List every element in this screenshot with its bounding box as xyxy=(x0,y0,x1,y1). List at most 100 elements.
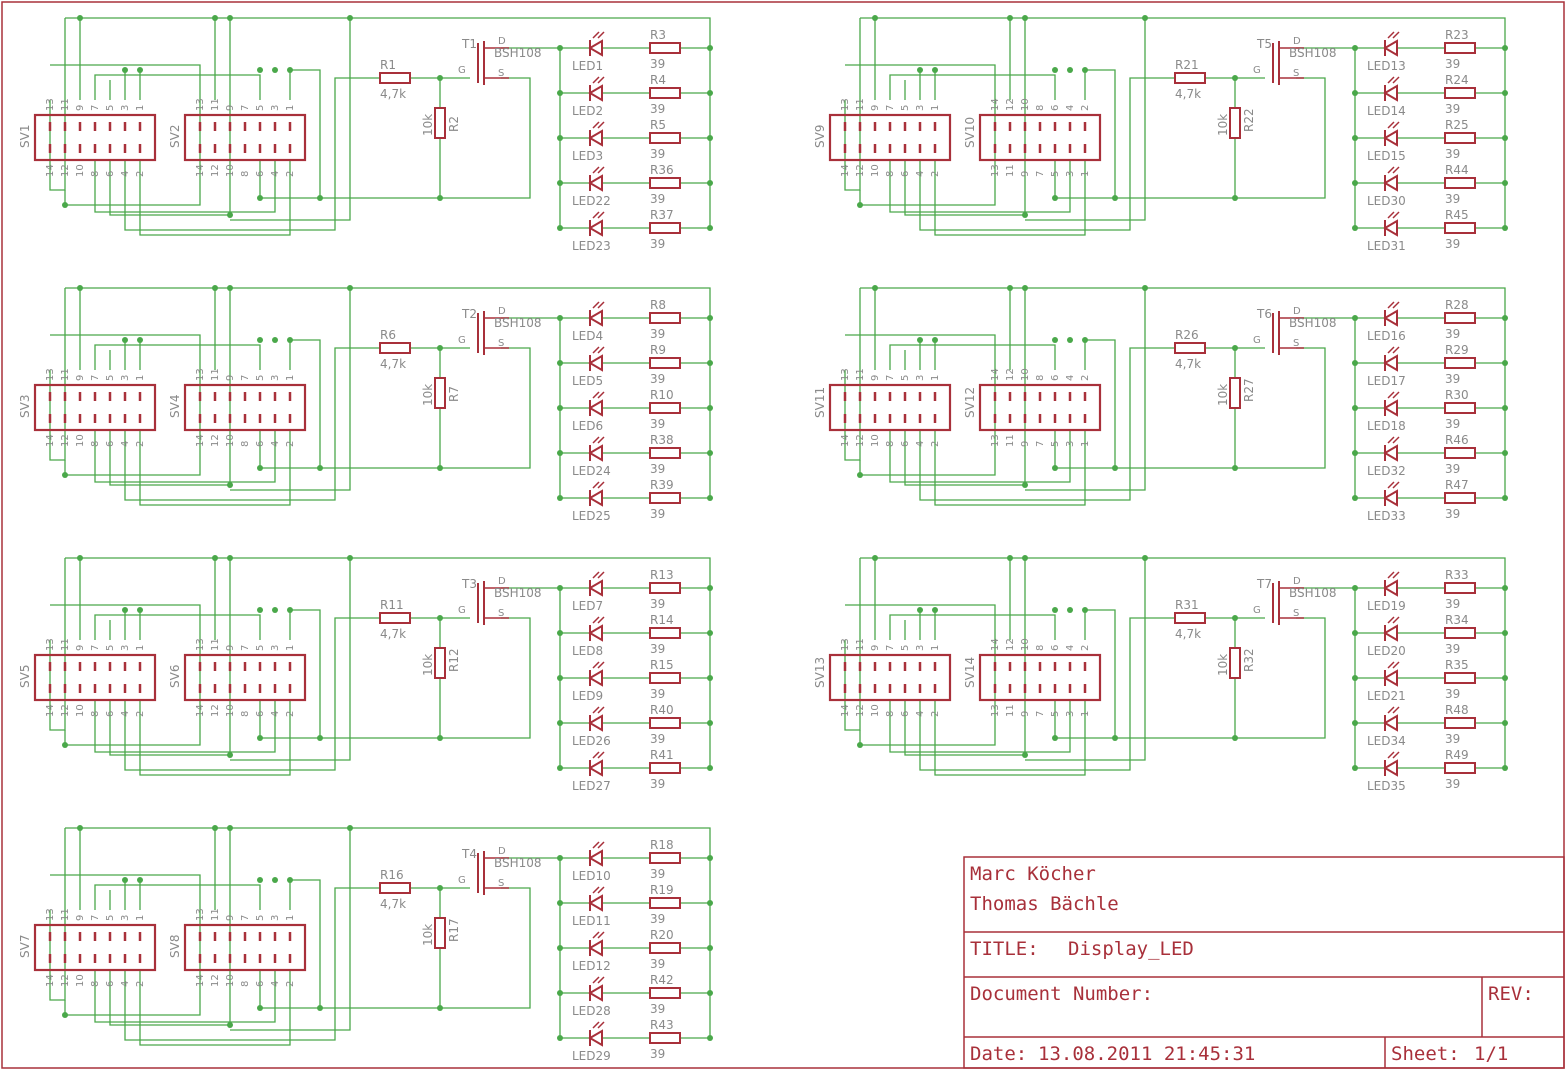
pin-number: 5 xyxy=(255,645,266,651)
led-ray xyxy=(1392,436,1400,444)
connector-label: SV3 xyxy=(18,395,32,418)
led-symbol xyxy=(588,129,603,147)
led-ray xyxy=(597,436,605,444)
junction-dot xyxy=(707,720,713,726)
pin-number: 2 xyxy=(1080,375,1091,381)
connector-body xyxy=(183,113,307,162)
transistor-name: T3 xyxy=(461,577,477,591)
junction-dot xyxy=(557,585,563,591)
junction-dot xyxy=(707,90,713,96)
junction-dot xyxy=(227,555,233,561)
junction-dot xyxy=(917,67,923,73)
junction-dot xyxy=(707,315,713,321)
pin-number: 12 xyxy=(60,704,71,717)
junction-dot xyxy=(1352,765,1358,771)
pin-number: 13 xyxy=(195,368,206,381)
junction-dot xyxy=(62,202,68,208)
wire xyxy=(889,344,1056,370)
pin-number: 10 xyxy=(225,164,236,177)
pin-number: 8 xyxy=(90,981,101,987)
resistor-value: 39 xyxy=(650,192,665,206)
pin-number: 7 xyxy=(240,105,251,111)
pin-drain-label: D xyxy=(1293,36,1301,47)
author-1: Marc Köcher xyxy=(970,863,1096,885)
led-label: LED9 xyxy=(572,689,603,703)
junction-dot xyxy=(932,607,938,613)
connector-body xyxy=(978,113,1102,162)
pin-number: 8 xyxy=(1035,105,1046,111)
wire xyxy=(1025,288,1146,491)
resistor-body xyxy=(379,72,411,84)
pin-number: 4 xyxy=(915,441,926,447)
junction-dot xyxy=(212,825,218,831)
pin-number: 14 xyxy=(990,638,1001,651)
pin-number: 14 xyxy=(990,368,1001,381)
junction-dot xyxy=(557,1035,563,1041)
led-symbol xyxy=(588,489,603,507)
pin-number: 1 xyxy=(930,375,941,381)
pin-number: 14 xyxy=(195,704,206,717)
led-ray xyxy=(592,346,600,354)
junction-dot xyxy=(317,465,323,471)
pin-drain-label: D xyxy=(498,576,506,587)
led-label: LED28 xyxy=(572,1004,611,1018)
junction-dot xyxy=(1502,315,1508,321)
transistor-name: T1 xyxy=(461,37,477,51)
resistor-name: R46 xyxy=(1445,433,1469,447)
led-label: LED6 xyxy=(572,419,603,433)
pin-number: 12 xyxy=(60,974,71,987)
pin-number: 5 xyxy=(105,645,116,651)
resistor-name: R5 xyxy=(650,118,666,132)
resistor-body xyxy=(649,717,681,729)
junction-dot xyxy=(77,825,83,831)
led-ray xyxy=(597,76,605,84)
led-ray xyxy=(1392,706,1400,714)
junction-dot xyxy=(317,1005,323,1011)
circuit-block: 1314111291078563412SV7131411129107856341… xyxy=(18,825,713,1063)
junction-dot xyxy=(212,555,218,561)
pin-number: 6 xyxy=(105,441,116,447)
pin-number: 5 xyxy=(1050,711,1061,717)
pin-number: 6 xyxy=(255,171,266,177)
led-ray xyxy=(592,211,600,219)
resistor-name: R12 xyxy=(447,648,461,672)
junction-dot xyxy=(1502,495,1508,501)
junction-dot xyxy=(1352,405,1358,411)
resistor-value: 4,7k xyxy=(1175,357,1201,371)
pin-number: 11 xyxy=(210,638,221,651)
pin-number: 9 xyxy=(870,375,881,381)
led-ray xyxy=(1392,121,1400,129)
pin-number: 12 xyxy=(855,704,866,717)
title-block: Marc Köcher Thomas Bächle TITLE: Display… xyxy=(963,856,1565,1069)
resistor-value: 10k xyxy=(1216,654,1230,676)
pin-number: 1 xyxy=(285,645,296,651)
led-ray xyxy=(597,706,605,714)
resistor-name: R37 xyxy=(650,208,674,222)
pin-number: 6 xyxy=(900,441,911,447)
junction-dot xyxy=(122,67,128,73)
junction-dot xyxy=(557,990,563,996)
pin-source-label: S xyxy=(498,338,504,349)
pin-number: 3 xyxy=(915,105,926,111)
connector-body xyxy=(978,653,1102,702)
resistor-name: R35 xyxy=(1445,658,1469,672)
pin-number: 2 xyxy=(135,171,146,177)
led-ray xyxy=(597,976,605,984)
junction-dot xyxy=(1502,360,1508,366)
pin-number: 4 xyxy=(270,981,281,987)
pin-number: 5 xyxy=(255,105,266,111)
wire xyxy=(1234,617,1326,739)
resistor-name: R30 xyxy=(1445,388,1469,402)
connector-label: SV6 xyxy=(168,665,182,688)
resistor-value: 4,7k xyxy=(380,897,406,911)
wire xyxy=(1025,558,1146,761)
junction-dot xyxy=(77,15,83,21)
circuit-blocks: 1314111291078563412SV1131411129107856341… xyxy=(18,15,1508,1063)
junction-dot xyxy=(557,450,563,456)
pin-number: 11 xyxy=(1005,704,1016,717)
pin-number: 2 xyxy=(930,711,941,717)
pin-number: 3 xyxy=(120,645,131,651)
